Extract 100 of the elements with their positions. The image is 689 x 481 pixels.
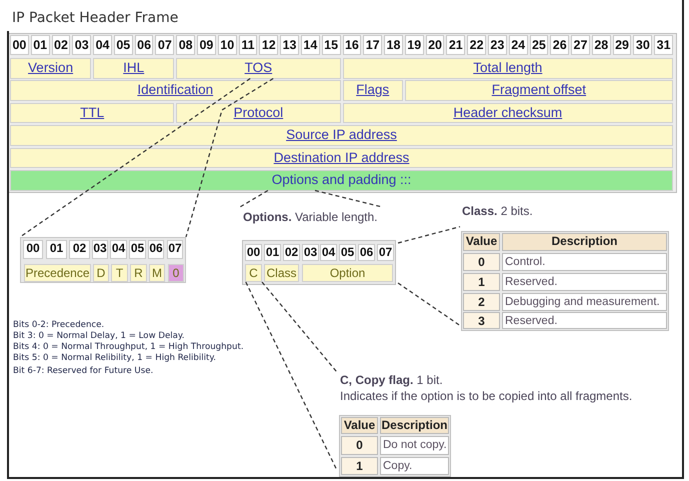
value-cell: 1 [341,457,378,475]
bit-number: 04 [93,35,112,55]
bit-number: 09 [197,35,216,55]
note-text: Bit 3: 0 = Normal Delay, 1 = Low Delay. [13,331,184,342]
bit-number: 04 [320,244,337,261]
bit-number: 03 [72,35,92,55]
field-link: Total length [473,60,542,75]
field-link: Source IP address [286,127,397,142]
diagram-title: IP Packet Header Frame [12,10,178,26]
bit-number: 26 [550,35,570,55]
header-field [10,125,673,146]
header-field [176,58,340,78]
column-header: Description [502,233,667,251]
bit-field: R [130,264,147,282]
note-text: Bit 6-7: Reserved for Future Use. [13,366,154,377]
bit-number: 01 [264,244,281,261]
field-link: TTL [80,104,104,120]
header-field [342,58,673,78]
description-text: Indicates if the option is to be copied into all fragments. [340,389,632,403]
leader-line [398,282,460,326]
bit-number: 05 [114,35,133,55]
value-cell: 3 [463,312,500,329]
field-link: TOS [244,60,272,75]
header-field [176,102,340,124]
bit-number: 21 [446,35,466,55]
description-cell: Reserved. [502,273,667,291]
description-cell: Do not copy. [380,436,449,455]
bit-number: 30 [633,35,652,55]
bit-field: Precedence [24,264,91,282]
description-cell: Copy. [380,457,449,475]
column-header: Value [463,233,500,251]
leader-line [240,190,268,208]
column-header: Value [341,417,378,434]
bit-number: 15 [322,35,340,55]
bit-number: 04 [110,240,127,259]
leader-line [262,282,338,373]
field-link: Protocol [234,104,284,120]
value-cell: 1 [463,273,500,291]
bit-number: 00 [245,244,262,261]
note-text: Bits 4: 0 = Normal Throughput, 1 = High Throughput. [13,342,244,353]
bit-number: 07 [167,240,183,259]
bit-number: 23 [488,35,507,55]
field-link: Identification [137,82,214,98]
note-text: Bits 0-2: Precedence. [13,320,104,331]
value-cell: 0 [341,436,378,455]
description-cell: Control. [502,253,667,271]
field-link: Flags [356,82,390,98]
bit-field: 0 [168,264,184,282]
header-field [10,80,340,101]
section-heading: Class. 2 bits. [462,204,533,218]
bit-number: 02 [69,240,90,259]
bit-number: 05 [339,244,356,261]
header-field [404,80,673,101]
value-cell: 0 [463,253,500,271]
bit-number: 14 [300,35,320,55]
field-link: Header checksum [453,104,562,120]
bit-number: 02 [52,35,70,55]
bit-number: 00 [23,240,43,259]
leader-line [245,282,338,471]
bit-number: 31 [654,35,673,55]
bit-number: 27 [571,35,590,55]
column-header: Description [380,417,449,434]
bit-field: C [245,264,262,282]
bit-number: 28 [592,35,611,55]
field-link: Fragment offset [492,82,586,98]
header-field [342,102,673,124]
bit-field: T [111,264,128,282]
note-text: Bits 5: 0 = Normal Relibility, 1 = High Relibility. [13,353,216,364]
section-heading: Options. Variable length. [243,210,378,224]
bit-number: 18 [384,35,403,55]
bit-field: Class [264,264,299,282]
header-field [10,58,92,78]
bit-number: 03 [302,244,319,261]
bit-field: M [149,264,165,282]
bit-field: Option [302,264,393,282]
field-link: IHL [123,60,144,75]
field-link: Destination IP address [274,150,410,165]
bit-number: 11 [238,35,258,55]
bit-number: 07 [155,35,174,55]
bit-number: 24 [508,35,528,55]
leader-line [314,190,382,208]
header-field [342,80,403,101]
field-link: Options and padding ::: [272,172,412,187]
bit-number: 07 [377,244,394,261]
bit-number: 22 [467,35,486,55]
description-cell: Debugging and measurement. [502,293,667,311]
bit-number: 20 [426,35,444,55]
bit-number: 17 [363,35,382,55]
bit-number: 10 [218,35,237,55]
header-field [10,148,673,168]
bit-number: 16 [342,35,362,55]
leader-line [20,78,251,238]
header-field [93,58,174,78]
bit-number: 00 [10,35,29,55]
bit-number: 02 [283,244,300,261]
header-field [10,170,673,190]
bit-number: 12 [259,35,278,55]
bit-number: 03 [92,240,108,259]
bit-number: 29 [612,35,632,55]
bit-number: 25 [530,35,548,55]
